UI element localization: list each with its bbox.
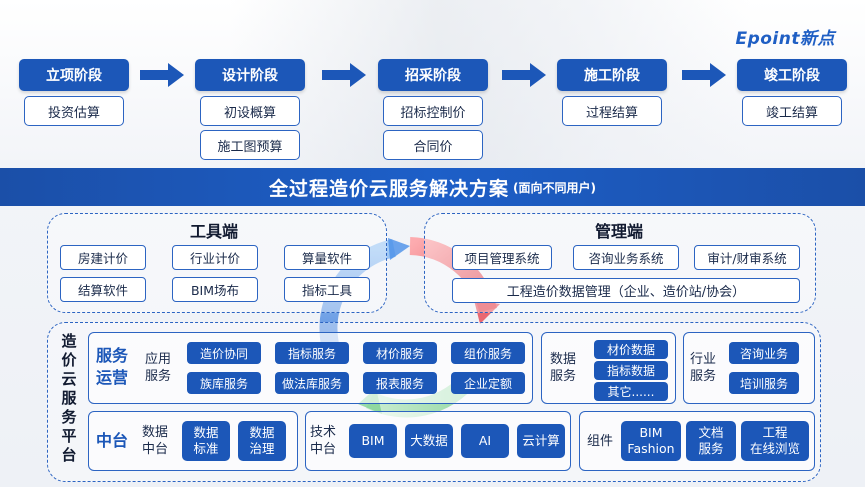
tool-index-tool: 指标工具	[284, 277, 370, 302]
svc-method-library: 做法库服务	[275, 372, 349, 394]
banner-title: 全过程造价云服务解决方案	[269, 177, 510, 200]
svc-pricing: 组价服务	[451, 342, 525, 364]
tools-panel-title: 工具端	[190, 222, 239, 241]
svc-consulting: 咨询业务	[729, 342, 799, 364]
right-arrow-icon	[502, 63, 546, 87]
stage-completion: 竣工阶段	[737, 59, 847, 91]
stage-design: 设计阶段	[195, 59, 305, 91]
svc-training: 培训服务	[729, 372, 799, 394]
tool-housing-pricing: 房建计价	[60, 245, 146, 270]
component-label: 组件	[587, 434, 614, 449]
solution-banner: 全过程造价云服务解决方案 (面向不同用户)	[0, 168, 865, 206]
tech-cloud-box: 云计算	[517, 424, 565, 458]
sub-investment-estimate: 投资估算	[24, 96, 124, 126]
platform-vertical-title: 造价云 服务平 台	[61, 332, 77, 464]
sub-tender-control-price: 招标控制价	[383, 96, 483, 126]
svc-other-data: 其它......	[594, 382, 668, 401]
right-arrow-icon	[140, 63, 184, 87]
sub-process-settlement: 过程结算	[562, 96, 662, 126]
svc-family-library: 族库服务	[187, 372, 261, 394]
svc-enterprise-quota: 企业定额	[451, 372, 525, 394]
stage-construction: 施工阶段	[557, 59, 667, 91]
mgmt-consulting-system: 咨询业务系统	[573, 245, 679, 270]
management-panel-title: 管理端	[595, 222, 644, 241]
middle-platform-label: 中台	[96, 431, 129, 450]
stage-procurement: 招采阶段	[378, 59, 488, 91]
tech-bigdata-box: 大数据	[405, 424, 453, 458]
sub-construction-drawing-budget: 施工图预算	[200, 130, 300, 160]
svc-index-data: 指标数据	[594, 361, 668, 380]
mgmt-cost-data-management: 工程造价数据管理（企业、造价站/协会）	[452, 278, 800, 303]
right-arrow-icon	[682, 63, 726, 87]
banner-subtitle: (面向不同用户)	[513, 180, 596, 195]
service-ops-label: 服务运营	[96, 346, 129, 387]
svc-material-price: 材价服务	[363, 342, 437, 364]
sub-final-settlement: 竣工结算	[742, 96, 842, 126]
mgmt-project-system: 项目管理系统	[452, 245, 552, 270]
industry-services-label: 行业服务	[690, 352, 717, 384]
tool-quantity-software: 算量软件	[284, 245, 370, 270]
data-governance-box: 数据治理	[238, 421, 286, 461]
tech-bim-box: BIM	[349, 424, 397, 458]
data-standard-box: 数据标准	[182, 421, 230, 461]
tech-ai-box: AI	[461, 424, 509, 458]
epoint-logo: Epoint新点	[735, 29, 835, 49]
svc-index: 指标服务	[275, 342, 349, 364]
app-services-label: 应用服务	[145, 352, 172, 384]
tool-settlement-software: 结算软件	[60, 277, 146, 302]
component-online-view-box: 工程在线浏览	[741, 421, 809, 461]
sub-preliminary-budget: 初设概算	[200, 96, 300, 126]
mgmt-audit-system: 审计/财审系统	[694, 245, 800, 270]
stage-initiation: 立项阶段	[19, 59, 129, 91]
tech-middle-label: 技术中台	[310, 425, 337, 457]
sub-contract-price: 合同价	[383, 130, 483, 160]
svc-report: 报表服务	[363, 372, 437, 394]
data-middle-label: 数据中台	[142, 425, 169, 457]
svc-cost-collab: 造价协同	[187, 342, 261, 364]
tool-bim-site-layout: BIM场布	[172, 277, 258, 302]
data-services-label: 数据服务	[550, 352, 577, 384]
component-document-box: 文档服务	[686, 421, 736, 461]
tool-industry-pricing: 行业计价	[172, 245, 258, 270]
right-arrow-icon	[322, 63, 366, 87]
svc-material-data: 材价数据	[594, 340, 668, 359]
background-band	[230, 0, 750, 170]
